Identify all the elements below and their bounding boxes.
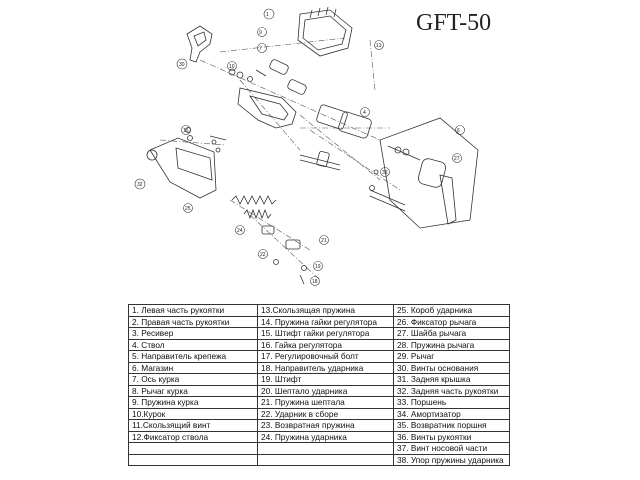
handle-left-part xyxy=(186,25,213,63)
part-cell: 27. Шайба рычага xyxy=(393,327,510,340)
part-cell: 25. Короб ударника xyxy=(393,304,510,317)
part-cell: 14. Пружина гайки регулятора xyxy=(257,315,394,328)
part-cell: 2. Правая часть рукоятки xyxy=(128,315,258,328)
callout-label: 33 xyxy=(382,170,388,176)
part-cell: 22. Ударник в сборе xyxy=(257,407,394,420)
part-cell: 11.Скользящий винт xyxy=(128,419,258,432)
callout-markers xyxy=(134,8,465,286)
part-cell: 8. Рычаг курка xyxy=(128,384,258,397)
part-cell: 3. Ресивер xyxy=(128,327,258,340)
part-cell: 7. Ось курка xyxy=(128,373,258,386)
table-row: 37. Винт носовой части xyxy=(128,442,510,455)
part-cell: 12.Фиксатор ствола xyxy=(128,430,258,443)
exploded-parts-diagram: 1 9 7 13 10 4 6 27 30 15 32 25 24 22 21 … xyxy=(134,6,479,286)
assembly-axes xyxy=(159,37,401,281)
part-cell: 20. Шептало ударника xyxy=(257,384,394,397)
part-cell: 21. Пружина шептала xyxy=(257,396,394,409)
part-cell xyxy=(257,442,394,455)
model-title: GFT-50 xyxy=(416,10,492,36)
part-cell: 1. Левая часть рукоятки xyxy=(128,304,258,317)
part-cell: 29. Рычаг xyxy=(393,350,510,363)
callout-label: 18 xyxy=(312,279,318,285)
part-cell xyxy=(257,453,394,466)
callout-label: 24 xyxy=(237,228,243,234)
callout-label: 7 xyxy=(259,46,262,52)
receiver-assembly xyxy=(297,6,353,57)
part-cell: 28. Пружина рычага xyxy=(393,338,510,351)
part-cell: 34. Амортизатор xyxy=(393,407,510,420)
springs xyxy=(231,195,307,285)
part-cell: 37. Винт носовой части xyxy=(393,442,510,455)
part-cell: 13.Скользящая пружина xyxy=(257,304,394,317)
part-cell: 15. Штифт гайки регулятора xyxy=(257,327,394,340)
part-cell xyxy=(128,442,258,455)
part-cell: 23. Возвратная пружина xyxy=(257,419,394,432)
callout-label: 10 xyxy=(229,64,235,70)
part-cell: 4. Ствол xyxy=(128,338,258,351)
part-cell: 19. Штифт xyxy=(257,373,394,386)
part-cell: 5. Направитель крепежа xyxy=(128,350,258,363)
part-cell: 6. Магазин xyxy=(128,361,258,374)
part-cell: 16. Гайка регулятора xyxy=(257,338,394,351)
part-cell: 36. Винты рукоятки xyxy=(393,430,510,443)
part-cell: 10.Курок xyxy=(128,407,258,420)
part-cell: 31. Задняя крышка xyxy=(393,373,510,386)
part-cell: 24. Пружина ударника xyxy=(257,430,394,443)
part-cell xyxy=(128,453,258,466)
part-cell: 32. Задняя часть рукоятки xyxy=(393,384,510,397)
part-cell: 9. Пружина курка xyxy=(128,396,258,409)
part-cell: 18. Направитель ударника xyxy=(257,361,394,374)
barrel-part xyxy=(237,87,372,139)
part-cell: 30. Винты основания xyxy=(393,361,510,374)
part-cell: 35. Возвратник поршня xyxy=(393,419,510,432)
callout-label: 4 xyxy=(363,110,366,116)
part-cell: 33. Поршень xyxy=(393,396,510,409)
callout-label: 30 xyxy=(179,62,185,68)
trigger-assembly xyxy=(146,127,227,199)
callout-label: 6 xyxy=(457,128,460,134)
callout-label: 1 xyxy=(266,12,269,18)
callout-label: 27 xyxy=(454,156,460,162)
piston-rod xyxy=(299,150,406,212)
part-cell: 26. Фиксатор рычага xyxy=(393,315,510,328)
table-row: 38. Упор пружины ударника xyxy=(128,453,510,466)
callout-label: 19 xyxy=(315,264,321,270)
callout-label: 15 xyxy=(183,128,189,134)
rear-lever-box xyxy=(379,117,479,229)
callout-label: 22 xyxy=(260,252,266,258)
callout-label: 13 xyxy=(376,43,382,49)
callout-label: 32 xyxy=(137,182,143,188)
callout-labels: 1 9 7 13 10 4 6 27 30 15 32 25 24 22 21 … xyxy=(137,12,460,285)
part-cell: 38. Упор пружины ударника xyxy=(393,453,510,466)
callout-label: 9 xyxy=(259,30,262,36)
callout-label: 21 xyxy=(321,238,327,244)
pins-cluster xyxy=(228,59,307,95)
part-cell: 17. Регулировочный болт xyxy=(257,350,394,363)
callout-label: 25 xyxy=(185,206,191,212)
